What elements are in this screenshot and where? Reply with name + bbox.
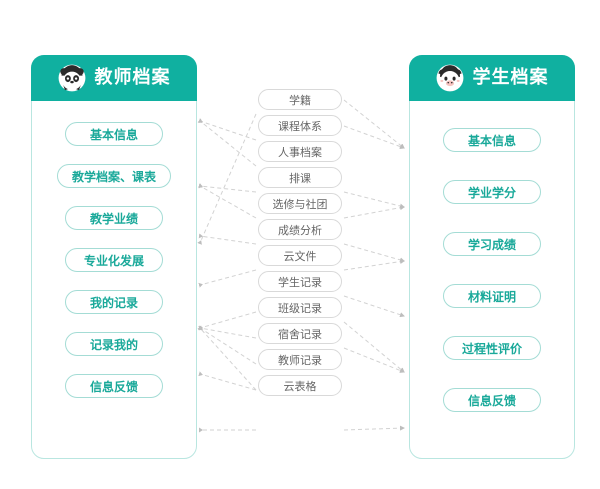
module-student-records[interactable]: 学生记录 bbox=[258, 271, 342, 292]
teacher-item-basic-info[interactable]: 基本信息 bbox=[65, 122, 163, 146]
teacher-profile-panel: 教师档案 基本信息 教学档案、课表 教学业绩 专业化发展 我的记录 记录我的 信… bbox=[31, 55, 197, 459]
module-cloud-files[interactable]: 云文件 bbox=[258, 245, 342, 266]
student-item-basic-info[interactable]: 基本信息 bbox=[443, 128, 541, 152]
student-panel-header: 学生档案 bbox=[409, 55, 575, 101]
module-dorm-records[interactable]: 宿舍记录 bbox=[258, 323, 342, 344]
module-class-records[interactable]: 班级记录 bbox=[258, 297, 342, 318]
middle-module-column: 学籍 课程体系 人事档案 排课 选修与社团 成绩分析 云文件 学生记录 班级记录… bbox=[258, 89, 342, 401]
teacher-item-teaching-performance[interactable]: 教学业绩 bbox=[65, 206, 163, 230]
student-item-academic-credits[interactable]: 学业学分 bbox=[443, 180, 541, 204]
student-item-feedback[interactable]: 信息反馈 bbox=[443, 388, 541, 412]
module-teacher-records[interactable]: 教师记录 bbox=[258, 349, 342, 370]
module-course-system[interactable]: 课程体系 bbox=[258, 115, 342, 136]
module-scheduling[interactable]: 排课 bbox=[258, 167, 342, 188]
cow-face-icon bbox=[436, 64, 463, 92]
teacher-item-professional-development[interactable]: 专业化发展 bbox=[65, 248, 163, 272]
teacher-item-feedback[interactable]: 信息反馈 bbox=[65, 374, 163, 398]
student-item-study-results[interactable]: 学习成绩 bbox=[443, 232, 541, 256]
student-panel-title: 学生档案 bbox=[472, 67, 549, 88]
module-cloud-sheets[interactable]: 云表格 bbox=[258, 375, 342, 396]
teacher-panel-body: 基本信息 教学档案、课表 教学业绩 专业化发展 我的记录 记录我的 信息反馈 bbox=[32, 102, 196, 458]
module-electives-clubs[interactable]: 选修与社团 bbox=[258, 193, 342, 214]
teacher-panel-title: 教师档案 bbox=[94, 67, 171, 88]
student-profile-panel: 学生档案 基本信息 学业学分 学习成绩 材料证明 过程性评价 信息反馈 bbox=[409, 55, 575, 459]
teacher-item-records-about-me[interactable]: 记录我的 bbox=[65, 332, 163, 356]
panda-face-icon bbox=[58, 64, 85, 92]
student-item-process-evaluation[interactable]: 过程性评价 bbox=[443, 336, 541, 360]
teacher-item-my-records[interactable]: 我的记录 bbox=[65, 290, 163, 314]
student-item-material-proof[interactable]: 材料证明 bbox=[443, 284, 541, 308]
student-panel-body: 基本信息 学业学分 学习成绩 材料证明 过程性评价 信息反馈 bbox=[410, 102, 574, 458]
teacher-item-teaching-archive[interactable]: 教学档案、课表 bbox=[57, 164, 171, 188]
teacher-panel-header: 教师档案 bbox=[31, 55, 197, 101]
module-student-status[interactable]: 学籍 bbox=[258, 89, 342, 110]
module-personnel-archive[interactable]: 人事档案 bbox=[258, 141, 342, 162]
module-grade-analysis[interactable]: 成绩分析 bbox=[258, 219, 342, 240]
